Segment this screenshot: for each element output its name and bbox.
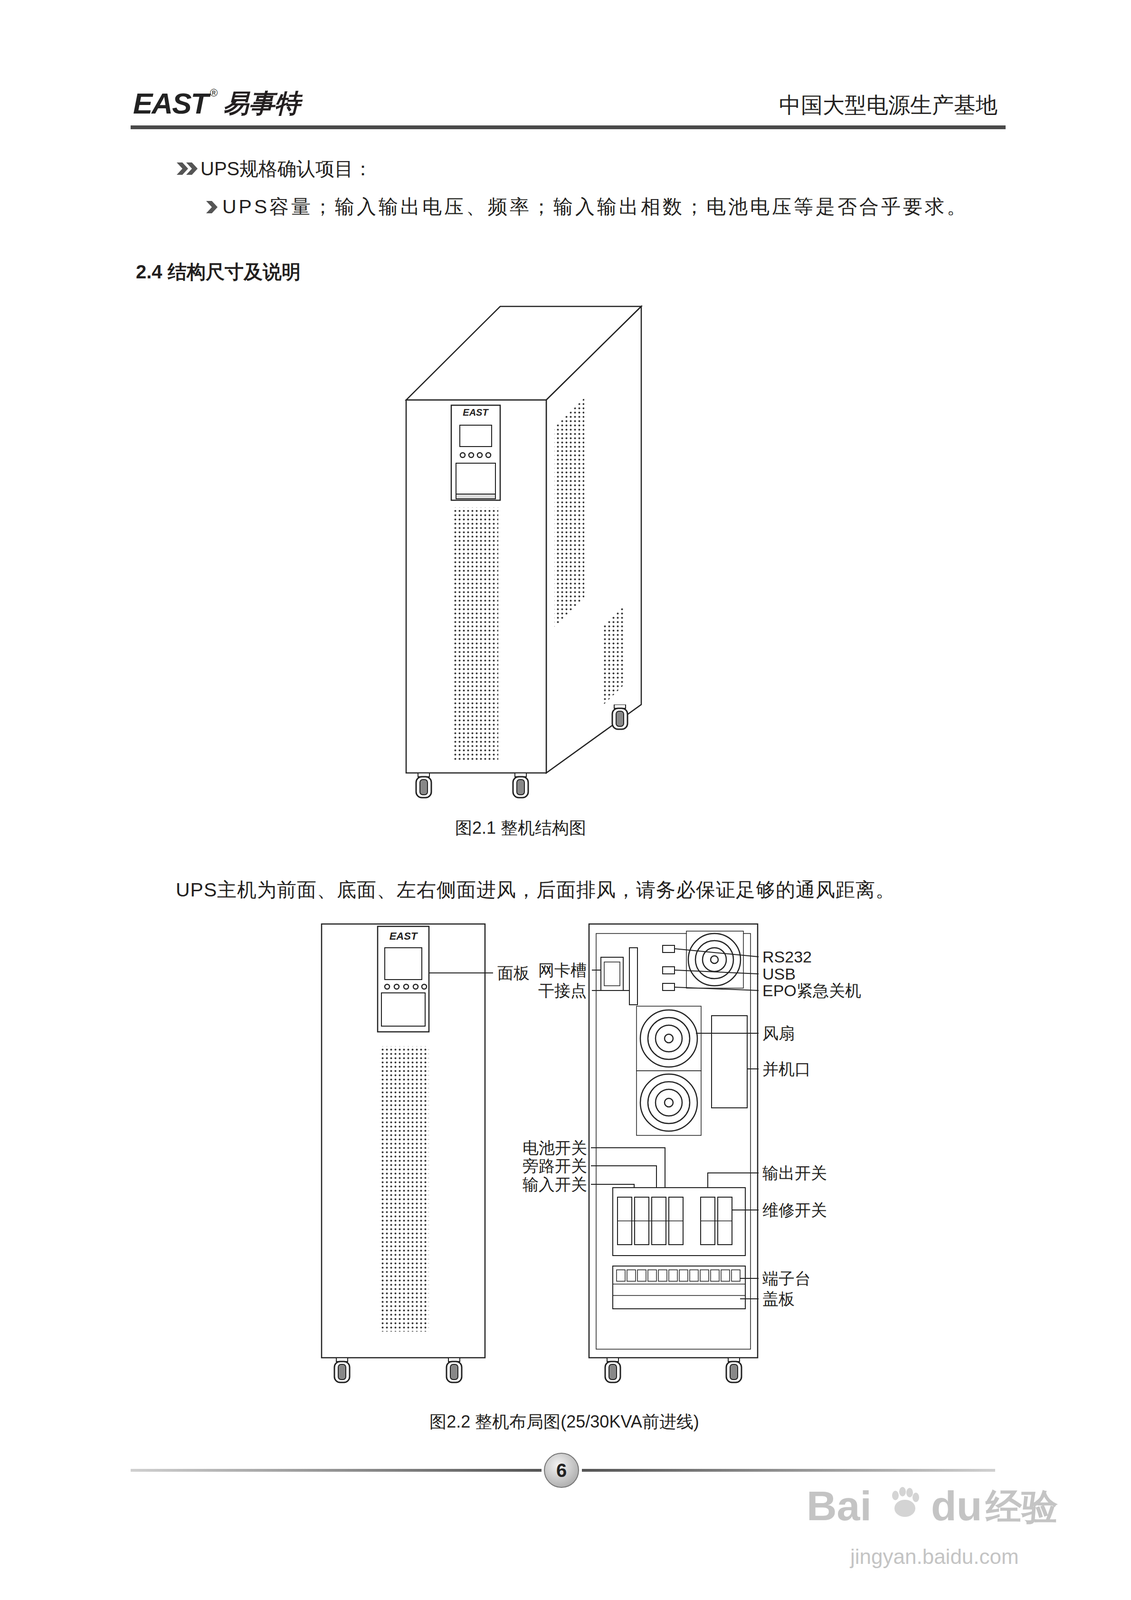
footer-rule — [130, 1468, 542, 1472]
footer-rule — [581, 1468, 996, 1472]
callout-label: 盖板 — [762, 1289, 795, 1309]
body-text: UPS主机为前面、底面、左右侧面进风，后面排风，请务必保证足够的通风距离。 — [175, 878, 896, 902]
header-rule — [130, 125, 1006, 130]
callout-label: EPO紧急关机 — [762, 980, 862, 1001]
registered-mark: ® — [209, 86, 218, 100]
header-slogan: 中国大型电源生产基地 — [779, 92, 998, 119]
watermark-paw — [892, 1486, 920, 1517]
callout-label: 电池开关 — [522, 1138, 588, 1158]
watermark-url: jingyan.baidu.com — [850, 1544, 1019, 1570]
watermark: 经验 — [985, 1484, 1058, 1529]
panel-logo: EAST — [462, 406, 488, 419]
logo-wordmark: EAST — [133, 85, 208, 122]
callout-label: USB — [762, 964, 796, 984]
callout-label: 风扇 — [762, 1023, 795, 1044]
callout-label: 输入开关 — [522, 1174, 588, 1195]
page-number-circle: 6 — [543, 1452, 580, 1488]
callout-label: 端子台 — [762, 1268, 811, 1289]
ups-front-view — [321, 923, 485, 1358]
callout-label: 并机口 — [762, 1059, 811, 1079]
figure-caption: 图2.2 整机布局图(25/30KVA前进线) — [429, 1411, 699, 1432]
logo-chinese: 易事特 — [223, 88, 301, 120]
section-heading: 2.4 结构尺寸及说明 — [135, 260, 301, 284]
terminal-blocks — [616, 1269, 741, 1282]
bullet-heading: UPS规格确认项目： — [200, 157, 373, 181]
callout-label: 网卡槽 — [538, 960, 587, 980]
callout-label: 维修开关 — [762, 1200, 827, 1220]
page-number: 6 — [556, 1460, 567, 1480]
panel-logo: EAST — [389, 930, 418, 943]
callout-label: 面板 — [497, 963, 530, 983]
leader-lines — [428, 948, 759, 1299]
watermark: Bai — [806, 1480, 872, 1531]
figure-caption: 图2.1 整机结构图 — [455, 817, 587, 838]
callout-label: 旁路开关 — [522, 1156, 588, 1176]
watermark: du — [931, 1480, 983, 1531]
callout-label: RS232 — [762, 947, 812, 967]
callout-label: 干接点 — [538, 980, 587, 1001]
ups-3d-view — [406, 306, 642, 773]
callout-label: 输出开关 — [762, 1163, 827, 1183]
bullet-text: UPS容量；输入输出电压、频率；输入输出相数；电池电压等是否合乎要求。 — [222, 195, 969, 219]
